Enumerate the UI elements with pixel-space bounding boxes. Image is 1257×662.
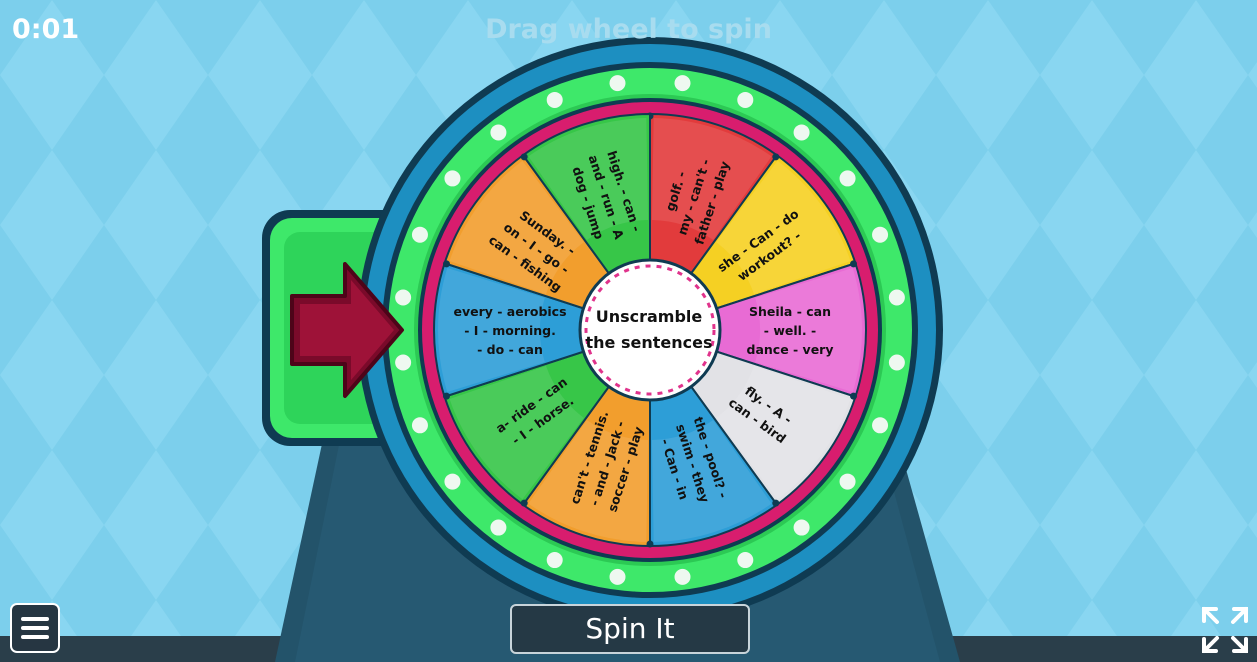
menu-button[interactable]: [10, 603, 60, 653]
wheel-segment-label: Sheila - can - well. - dance - very: [747, 304, 834, 357]
fullscreen-icon[interactable]: [1200, 605, 1250, 655]
rim-light: [737, 91, 754, 108]
wheel-peg: [850, 392, 858, 400]
rim-light: [839, 473, 856, 490]
wheel-peg: [442, 392, 450, 400]
wheel-segment-line: dance - very: [747, 342, 834, 357]
wheel-segment-label: every - aerobics - I - morning. - do - can: [453, 304, 566, 357]
rim-light: [609, 75, 626, 92]
wheel-peg: [442, 260, 450, 268]
rim-light: [674, 568, 691, 585]
hamburger-menu-icon: [21, 617, 49, 621]
rim-light: [872, 226, 889, 243]
rim-light: [444, 473, 461, 490]
wheel-segment-highlight: [716, 365, 851, 500]
rim-light: [546, 552, 563, 569]
wheel-peg: [646, 540, 654, 548]
rim-light: [490, 519, 507, 536]
center-label-line2: the sentences: [586, 333, 713, 352]
wheel-segment-highlight: [449, 160, 584, 295]
rim-light: [546, 91, 563, 108]
rim-light: [395, 289, 412, 306]
wheel-segment-line: every - aerobics: [453, 304, 566, 319]
wheel-segment-highlight: [449, 365, 584, 500]
rim-light: [839, 170, 856, 187]
rim-light: [411, 226, 428, 243]
rim-light: [793, 124, 810, 141]
timer: 0:01: [12, 14, 80, 45]
arrow-pointer-icon: [290, 262, 404, 398]
wheel-peg: [772, 499, 780, 507]
center-label-line1: Unscramble: [596, 307, 703, 326]
wheel-segment-highlight: [528, 420, 649, 542]
rim-light: [395, 354, 412, 371]
rim-light: [674, 75, 691, 92]
rim-light: [444, 170, 461, 187]
rim-light: [490, 124, 507, 141]
wheel-segment-highlight: [755, 268, 862, 392]
wheel-segment-highlight: [651, 118, 772, 240]
wheel-segment-highlight: [438, 268, 545, 392]
wheel-segment-line: - I - morning.: [464, 323, 556, 338]
wheel-peg: [520, 499, 528, 507]
rim-light: [793, 519, 810, 536]
wheel-peg: [520, 153, 528, 161]
wheel-peg: [850, 260, 858, 268]
wheel-segment-line: - well. -: [764, 323, 816, 338]
spin-button[interactable]: Spin It: [510, 604, 750, 654]
wheel-segment-highlight: [528, 118, 649, 240]
rim-light: [609, 568, 626, 585]
wheel-segment-highlight: [651, 420, 772, 542]
rim-light: [888, 289, 905, 306]
wheel-segment-highlight: [716, 160, 851, 295]
wheel-segment-line: - do - can: [477, 342, 543, 357]
rim-light: [737, 552, 754, 569]
instruction-text: Drag wheel to spin: [485, 14, 772, 45]
rim-light: [411, 417, 428, 434]
wheel-peg: [772, 153, 780, 161]
wheel-center: Unscramble the sentences: [578, 258, 722, 402]
wheel-lights: [395, 75, 905, 585]
wheel-segment-line: Sheila - can: [749, 304, 831, 319]
rim-light: [872, 417, 889, 434]
rim-light: [888, 354, 905, 371]
